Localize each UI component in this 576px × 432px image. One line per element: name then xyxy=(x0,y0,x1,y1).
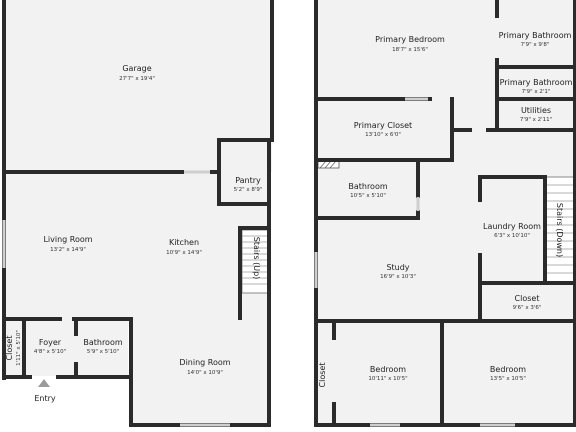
entry-arrow-icon xyxy=(38,379,50,387)
dining-area xyxy=(131,319,268,423)
first-floor-walls xyxy=(2,0,274,427)
foyer-dim: 4'8" x 5'10" xyxy=(34,349,66,355)
bedroom-left-label: Bedroom xyxy=(370,365,406,374)
study-dim: 16'9" x 10'3" xyxy=(380,274,416,280)
living-kitchen-area xyxy=(4,173,268,319)
laundry-room-label: Laundry Room xyxy=(483,222,541,231)
foyer-area xyxy=(24,319,76,376)
stairs-down-label: Stairs (Down) xyxy=(555,203,564,257)
entry-label: Entry xyxy=(34,394,56,403)
bathroom-upper-dim: 10'5" x 5'10" xyxy=(350,193,386,199)
primary-bathroom-dim: 7'9" x 9'8" xyxy=(521,42,550,48)
dining-room-label: Dining Room xyxy=(179,358,230,367)
closet-upper-label: Closet xyxy=(515,294,540,303)
bedroom-left-dim: 10'11" x 10'5" xyxy=(368,376,407,382)
foyer-label: Foyer xyxy=(39,338,62,347)
living-room-dim: 13'2" x 14'9" xyxy=(50,247,86,253)
primary-bathroom-small-dim: 7'9" x 2'1" xyxy=(522,89,551,95)
primary-bedroom-dim: 18'7" x 15'6" xyxy=(392,47,428,53)
closet-vertical-label: Closet xyxy=(318,363,327,388)
stairs-down-treads xyxy=(544,176,575,284)
study-label: Study xyxy=(386,263,409,272)
laundry-room-dim: 6'3" x 10'10" xyxy=(494,233,530,239)
shower-hatch xyxy=(317,160,340,169)
first-floor: Garage 27'7" x 19'4" Pantry 5'2" x 8'9" … xyxy=(2,0,274,427)
garage-dim: 27'7" x 19'4" xyxy=(119,76,155,82)
first-floor-windows xyxy=(2,170,230,427)
primary-closet-label: Primary Closet xyxy=(354,121,412,130)
closet-left-label: Closet xyxy=(5,336,14,361)
utilities-dim: 7'9" x 2'11" xyxy=(520,117,552,123)
second-floor-walls xyxy=(314,0,576,427)
living-room-label: Living Room xyxy=(43,235,92,244)
dining-room-dim: 14'0" x 10'9" xyxy=(187,370,223,376)
kitchen-label: Kitchen xyxy=(169,238,199,247)
bathroom-upper-label: Bathroom xyxy=(348,182,388,191)
pantry-label: Pantry xyxy=(235,176,261,185)
primary-bathroom-small-label: Primary Bathroom xyxy=(500,78,573,87)
bathroom-left-dim: 5'9" x 5'10" xyxy=(87,349,119,355)
closet-left-area xyxy=(4,319,24,376)
second-floor-area xyxy=(317,0,574,424)
second-floor: Primary Bedroom 18'7" x 15'6" Primary Ba… xyxy=(314,0,576,427)
pantry-dim: 5'2" x 8'9" xyxy=(234,187,263,193)
bedroom-right-label: Bedroom xyxy=(490,365,526,374)
bathroom-left-label: Bathroom xyxy=(83,338,123,347)
closet-left-dim: 1'11" x 5'10" xyxy=(16,330,22,366)
primary-bathroom-label: Primary Bathroom xyxy=(499,31,572,40)
primary-closet-dim: 13'10" x 6'0" xyxy=(365,132,401,138)
closet-upper-dim: 9'6" x 3'6" xyxy=(513,305,542,311)
primary-bedroom-label: Primary Bedroom xyxy=(375,35,445,44)
garage-label: Garage xyxy=(122,64,151,73)
second-floor-windows xyxy=(314,97,515,427)
kitchen-dim: 10'9" x 14'9" xyxy=(166,250,202,256)
bathroom-left-area xyxy=(76,319,128,376)
stairs-up-label: Stairs (Up) xyxy=(252,237,261,280)
bedroom-right-dim: 13'5" x 10'5" xyxy=(490,376,526,382)
utilities-label: Utilities xyxy=(521,106,551,115)
